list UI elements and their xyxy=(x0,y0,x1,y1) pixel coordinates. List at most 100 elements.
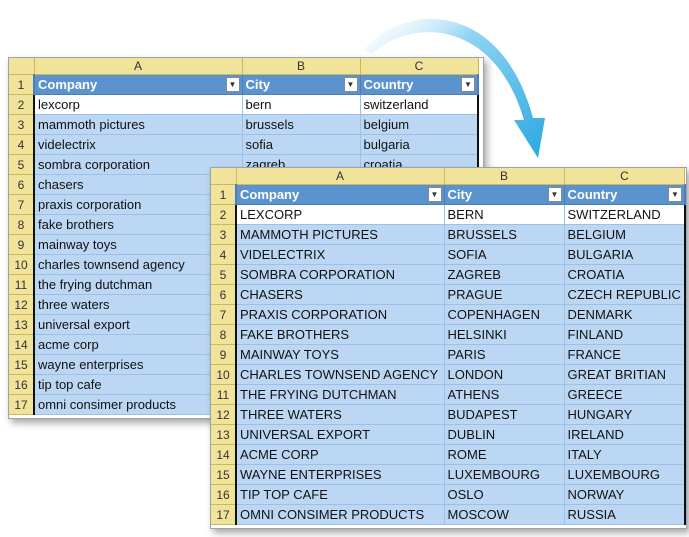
cell-country[interactable]: NORWAY xyxy=(564,484,686,505)
row-number[interactable]: 12 xyxy=(9,294,35,315)
cell-country[interactable]: CROATIA xyxy=(564,264,686,285)
cell-company[interactable]: fake brothers xyxy=(33,214,243,235)
select-all-corner[interactable] xyxy=(211,168,237,185)
row-number[interactable]: 13 xyxy=(9,314,35,335)
cell-city[interactable]: MOSCOW xyxy=(444,504,565,525)
header-cell-company[interactable]: Company▼ xyxy=(235,184,445,205)
cell-city[interactable]: ZAGREB xyxy=(444,264,565,285)
column-header-b[interactable]: B xyxy=(242,58,361,75)
cell-company[interactable]: praxis corporation xyxy=(33,194,243,215)
row-number[interactable]: 10 xyxy=(9,254,35,275)
row-number[interactable]: 5 xyxy=(211,264,237,285)
row-number[interactable]: 4 xyxy=(9,134,35,155)
row-number[interactable]: 2 xyxy=(211,204,237,225)
row-number[interactable]: 4 xyxy=(211,244,237,265)
cell-country[interactable]: RUSSIA xyxy=(564,504,686,525)
cell-country[interactable]: DENMARK xyxy=(564,304,686,325)
row-number[interactable]: 1 xyxy=(211,184,237,205)
cell-company[interactable]: CHARLES TOWNSEND AGENCY xyxy=(235,364,445,385)
cell-company[interactable]: MAMMOTH PICTURES xyxy=(235,224,445,245)
header-cell-country[interactable]: Country▼ xyxy=(564,184,686,205)
cell-country[interactable]: HUNGARY xyxy=(564,404,686,425)
select-all-corner[interactable] xyxy=(9,58,35,75)
cell-country[interactable]: IRELAND xyxy=(564,424,686,445)
row-number[interactable]: 2 xyxy=(9,94,35,115)
filter-dropdown-icon[interactable]: ▼ xyxy=(461,77,475,92)
cell-country[interactable]: FINLAND xyxy=(564,324,686,345)
row-number[interactable]: 14 xyxy=(211,444,237,465)
row-number[interactable]: 16 xyxy=(9,374,35,395)
cell-country[interactable]: bulgaria xyxy=(360,134,479,155)
cell-company[interactable]: UNIVERSAL EXPORT xyxy=(235,424,445,445)
cell-company[interactable]: ACME CORP xyxy=(235,444,445,465)
row-number[interactable]: 7 xyxy=(211,304,237,325)
cell-company[interactable]: THE FRYING DUTCHMAN xyxy=(235,384,445,405)
cell-city[interactable]: BERN xyxy=(444,204,565,225)
row-number[interactable]: 17 xyxy=(9,394,35,415)
row-number[interactable]: 13 xyxy=(211,424,237,445)
row-number[interactable]: 15 xyxy=(211,464,237,485)
row-number[interactable]: 16 xyxy=(211,484,237,505)
row-number[interactable]: 11 xyxy=(9,274,35,295)
cell-company[interactable]: THREE WATERS xyxy=(235,404,445,425)
cell-company[interactable]: tip top cafe xyxy=(33,374,243,395)
cell-company[interactable]: acme corp xyxy=(33,334,243,355)
cell-country[interactable]: CZECH REPUBLIC xyxy=(564,284,686,305)
row-number[interactable]: 8 xyxy=(9,214,35,235)
cell-city[interactable]: BUDAPEST xyxy=(444,404,565,425)
filter-dropdown-icon[interactable]: ▼ xyxy=(547,187,562,202)
row-number[interactable]: 11 xyxy=(211,384,237,405)
cell-company[interactable]: mainway toys xyxy=(33,234,243,255)
filter-dropdown-icon[interactable]: ▼ xyxy=(427,187,442,202)
cell-company[interactable]: chasers xyxy=(33,174,243,195)
cell-city[interactable]: ATHENS xyxy=(444,384,565,405)
row-number[interactable]: 6 xyxy=(9,174,35,195)
row-number[interactable]: 6 xyxy=(211,284,237,305)
cell-company[interactable]: FAKE BROTHERS xyxy=(235,324,445,345)
cell-city[interactable]: HELSINKI xyxy=(444,324,565,345)
cell-country[interactable]: BULGARIA xyxy=(564,244,686,265)
cell-company[interactable]: omni consimer products xyxy=(33,394,243,415)
cell-company[interactable]: mammoth pictures xyxy=(33,114,243,135)
cell-city[interactable]: brussels xyxy=(242,114,361,135)
cell-company[interactable]: VIDELECTRIX xyxy=(235,244,445,265)
row-number[interactable]: 3 xyxy=(211,224,237,245)
cell-city[interactable]: PARIS xyxy=(444,344,565,365)
cell-company[interactable]: three waters xyxy=(33,294,243,315)
cell-country[interactable]: FRANCE xyxy=(564,344,686,365)
cell-country[interactable]: BELGIUM xyxy=(564,224,686,245)
column-header-a[interactable]: A xyxy=(34,58,243,75)
column-header-a[interactable]: A xyxy=(236,168,445,185)
cell-country[interactable]: LUXEMBOURG xyxy=(564,464,686,485)
cell-city[interactable]: sofia xyxy=(242,134,361,155)
cell-company[interactable]: sombra corporation xyxy=(33,154,243,175)
row-number[interactable]: 3 xyxy=(9,114,35,135)
cell-country[interactable]: GREECE xyxy=(564,384,686,405)
cell-city[interactable]: DUBLIN xyxy=(444,424,565,445)
cell-company[interactable]: TIP TOP CAFE xyxy=(235,484,445,505)
cell-company[interactable]: CHASERS xyxy=(235,284,445,305)
cell-country[interactable]: belgium xyxy=(360,114,479,135)
filter-dropdown-icon[interactable]: ▼ xyxy=(225,77,240,92)
row-number[interactable]: 17 xyxy=(211,504,237,525)
row-number[interactable]: 14 xyxy=(9,334,35,355)
cell-company[interactable]: lexcorp xyxy=(33,94,243,115)
cell-city[interactable]: bern xyxy=(242,94,361,115)
cell-city[interactable]: SOFIA xyxy=(444,244,565,265)
cell-country[interactable]: ITALY xyxy=(564,444,686,465)
cell-company[interactable]: OMNI CONSIMER PRODUCTS xyxy=(235,504,445,525)
row-number[interactable]: 1 xyxy=(9,74,35,95)
cell-company[interactable]: SOMBRA CORPORATION xyxy=(235,264,445,285)
column-header-c[interactable]: C xyxy=(564,168,686,185)
filter-dropdown-icon[interactable]: ▼ xyxy=(667,187,682,202)
cell-company[interactable]: charles townsend agency xyxy=(33,254,243,275)
cell-city[interactable]: OSLO xyxy=(444,484,565,505)
row-number[interactable]: 9 xyxy=(211,344,237,365)
cell-company[interactable]: MAINWAY TOYS xyxy=(235,344,445,365)
cell-company[interactable]: the frying dutchman xyxy=(33,274,243,295)
column-header-b[interactable]: B xyxy=(444,168,565,185)
row-number[interactable]: 7 xyxy=(9,194,35,215)
row-number[interactable]: 12 xyxy=(211,404,237,425)
cell-city[interactable]: ROME xyxy=(444,444,565,465)
row-number[interactable]: 5 xyxy=(9,154,35,175)
